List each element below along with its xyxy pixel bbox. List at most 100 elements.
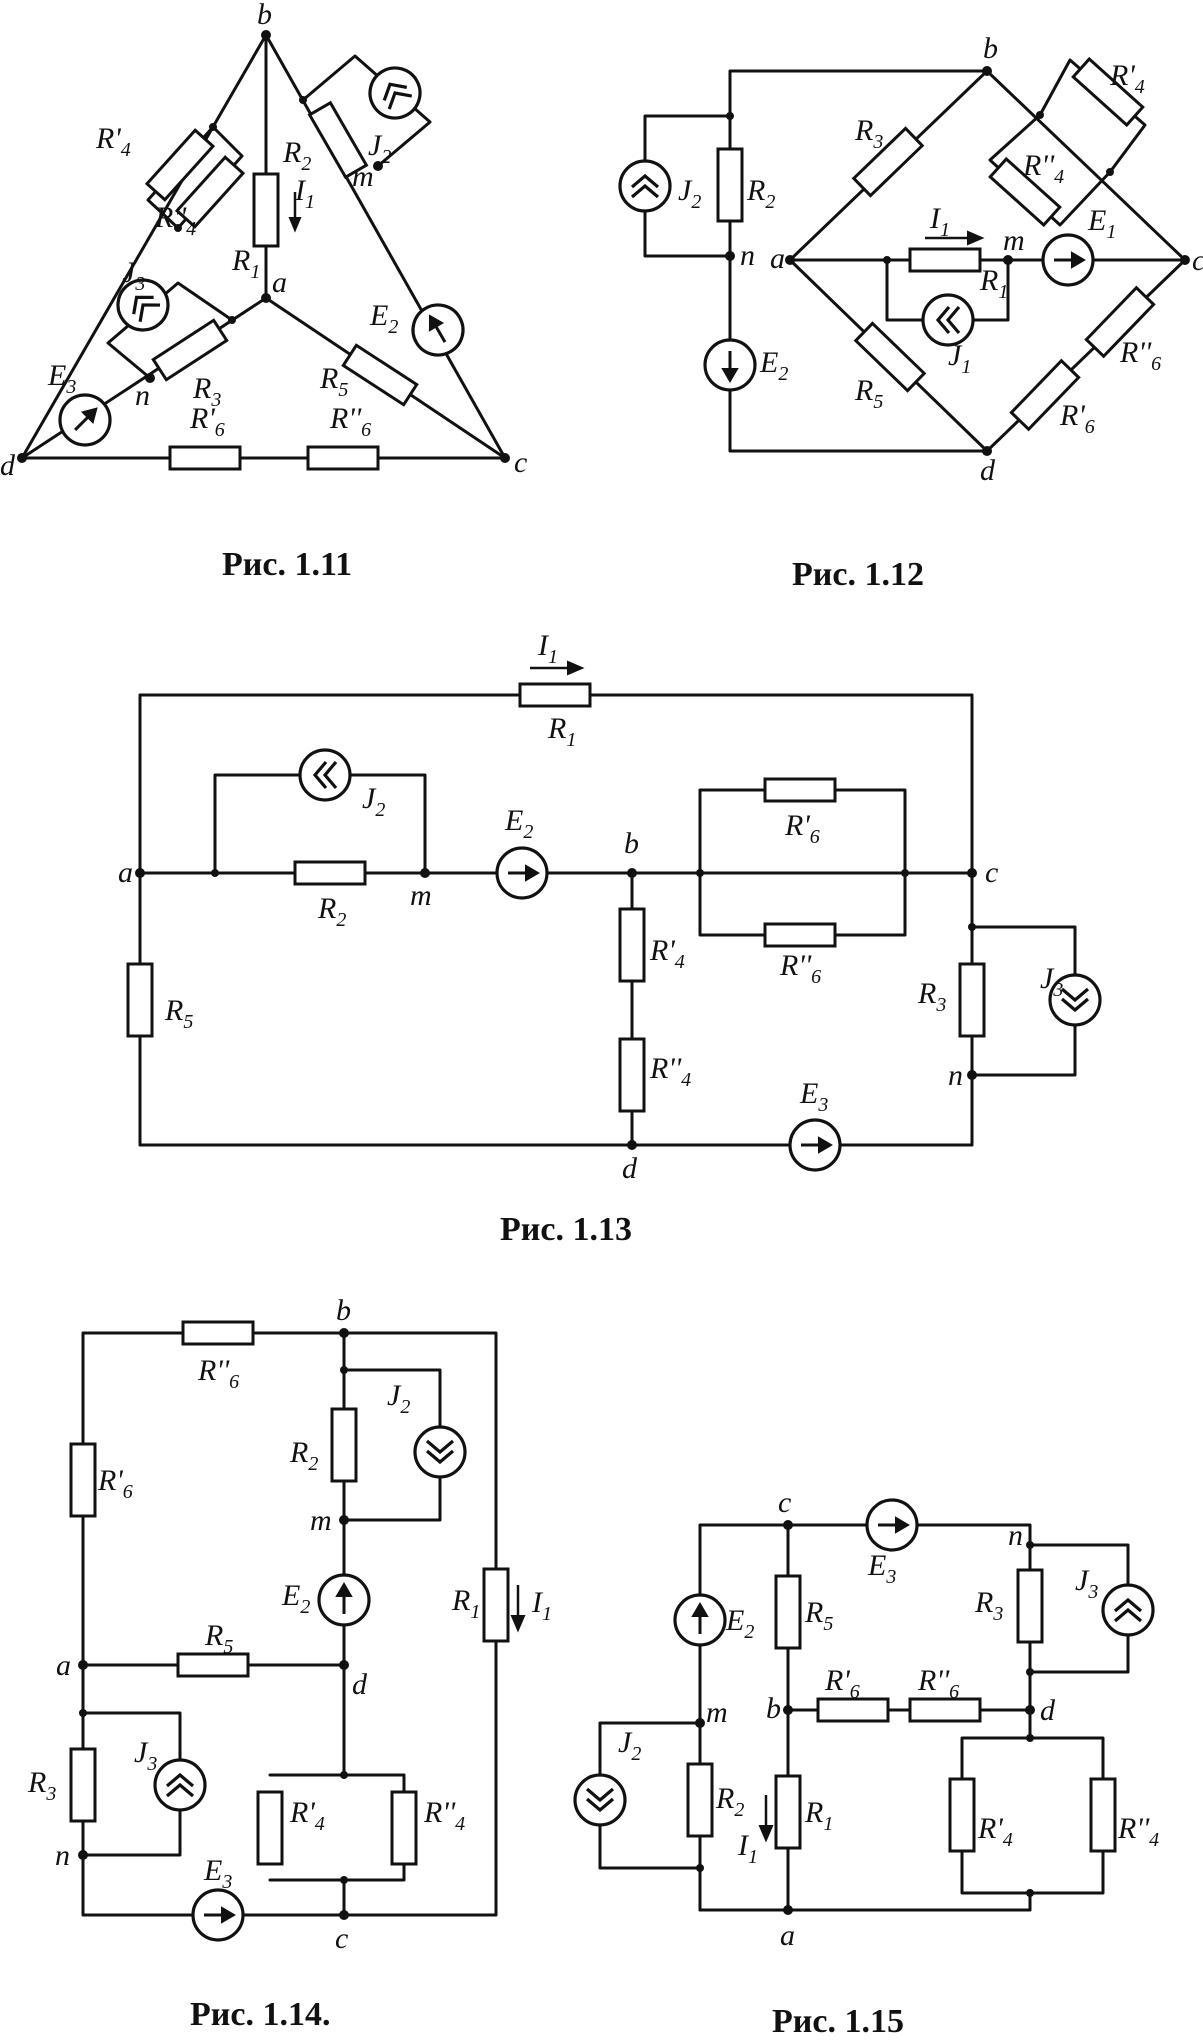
fig14-caption: Рис. 1.14.	[190, 1996, 330, 2033]
fig12-node-a: a	[770, 242, 785, 275]
fig12-label-r6pp: R''6	[1119, 336, 1161, 375]
figure-1-15: c n m b d a R5 R1 R2 R3 R'6 R''6 R'4 R''…	[573, 1486, 1159, 2040]
fig14-current-arrow-i1	[510, 1585, 526, 1633]
fig13-label-e2: E2	[504, 804, 533, 843]
fig13-node-m: m	[410, 879, 432, 912]
fig14-resistor-r4pp	[390, 1790, 418, 1866]
fig12-node-d: d	[980, 454, 996, 487]
fig13-resistor-r6pp	[763, 922, 837, 948]
fig11-voltage-source-e2	[402, 294, 474, 366]
fig15-label-r5: R5	[804, 1596, 833, 1635]
fig15-label-r4pp: R''4	[1117, 1812, 1159, 1851]
fig13-current-source-j2	[298, 748, 352, 802]
fig11-label-r2: R2	[282, 136, 311, 175]
fig14-label-j3: J3	[134, 1736, 157, 1775]
fig13-label-r4pp: R''4	[649, 1052, 691, 1091]
fig13-label-r6p: R'6	[784, 809, 820, 848]
fig15-label-j3: J3	[1075, 1564, 1098, 1603]
fig13-resistor-r1	[518, 682, 592, 708]
fig13-node-d: d	[622, 1152, 638, 1185]
fig13-label-j2: J2	[362, 782, 385, 821]
fig13-label-r2: R2	[317, 892, 346, 931]
fig13-label-r3: R3	[917, 977, 946, 1016]
fig11-label-r6p: R'6	[189, 402, 225, 441]
fig13-node-c: c	[985, 856, 998, 889]
fig13-label-r6pp: R''6	[779, 949, 821, 988]
fig14-resistor-r4p	[256, 1790, 284, 1866]
fig13-node-b: b	[624, 827, 639, 860]
fig13-resistor-r3	[958, 962, 986, 1038]
fig14-node-n: n	[55, 1839, 70, 1872]
fig12-node-c: c	[1192, 244, 1203, 277]
fig15-resistor-r6pp	[908, 1697, 982, 1723]
fig14-resistor-r2	[330, 1407, 358, 1483]
fig15-current-arrow-i1	[758, 1795, 774, 1843]
fig13-resistor-r2	[293, 860, 367, 886]
fig12-label-j2: J2	[678, 174, 701, 213]
fig14-label-r2: R2	[289, 1436, 318, 1475]
fig11-resistor-r3	[151, 318, 229, 382]
fig14-voltage-source-e2	[317, 1573, 371, 1627]
fig14-node-b: b	[336, 1294, 351, 1327]
fig15-resistor-r4p	[948, 1777, 976, 1853]
fig12-label-e2: E2	[759, 346, 788, 385]
fig14-resistor-r6p	[69, 1442, 97, 1518]
fig11-label-j3: J3	[122, 256, 145, 295]
fig14-resistor-r1	[482, 1567, 510, 1643]
fig12-voltage-source-e2	[703, 338, 757, 392]
fig15-current-source-j2	[573, 1773, 627, 1827]
fig11-resistor-r1	[252, 172, 280, 248]
fig15-voltage-source-e2	[673, 1593, 727, 1647]
fig11-node-a: a	[272, 266, 287, 299]
fig14-label-r6pp: R''6	[197, 1354, 239, 1393]
fig15-resistor-r4pp	[1089, 1777, 1117, 1853]
fig14-current-source-j3	[153, 1758, 207, 1812]
fig11-label-r1: R1	[231, 244, 260, 283]
fig11-label-e2: E2	[369, 299, 398, 338]
fig14-label-r6p: R'6	[97, 1464, 133, 1503]
fig15-nodes	[695, 1520, 1035, 1915]
fig11-label-e3: E3	[47, 359, 76, 398]
fig12-voltage-source-e1	[1041, 233, 1095, 287]
fig14-current-source-j2	[413, 1425, 467, 1479]
fig15-node-d: d	[1040, 1694, 1056, 1727]
fig15-node-a: a	[780, 1919, 795, 1952]
fig12-current-source-j2	[618, 159, 672, 213]
fig12-label-j1: J1	[948, 339, 971, 378]
fig11-node-m: m	[352, 160, 374, 193]
fig13-label-e3: E3	[799, 1077, 828, 1116]
fig11-resistor-r6p	[168, 445, 242, 471]
fig15-label-i1: I1	[737, 1829, 758, 1868]
fig13-wires	[138, 693, 1077, 1147]
fig14-label-j2: J2	[387, 1379, 410, 1418]
fig14-node-m: m	[310, 1504, 332, 1537]
fig13-label-r5: R5	[164, 994, 193, 1033]
fig14-resistor-r5	[176, 1652, 250, 1678]
fig15-label-r2: R2	[715, 1782, 744, 1821]
fig11-node-d: d	[0, 449, 16, 482]
fig12-label-r6p: R'6	[1059, 399, 1095, 438]
fig12-nodes	[725, 66, 1190, 456]
fig12-current-arrow-i1	[925, 230, 985, 246]
fig15-voltage-source-e3	[865, 1498, 919, 1552]
fig11-resistor-r5	[341, 343, 419, 407]
fig13-current-arrow-i1	[530, 660, 585, 676]
fig13-resistor-r4p	[618, 907, 646, 983]
fig12-node-m: m	[1003, 224, 1025, 257]
fig15-current-source-j3	[1101, 1583, 1155, 1637]
fig14-voltage-source-e3	[191, 1888, 245, 1942]
fig14-label-i1: I1	[531, 1586, 552, 1625]
fig13-resistor-r5	[126, 962, 154, 1038]
fig12-label-r4pp: R''4	[1022, 149, 1064, 188]
fig13-caption: Рис. 1.13	[500, 1211, 632, 1248]
fig13-label-r4p: R'4	[649, 934, 685, 973]
fig15-node-m: m	[706, 1696, 728, 1729]
fig15-label-r1: R1	[804, 1796, 833, 1835]
fig12-node-b: b	[983, 32, 998, 65]
fig14-node-a: a	[56, 1649, 71, 1682]
fig11-label-i1: I1	[294, 174, 315, 213]
fig13-label-r1: R1	[547, 712, 576, 751]
fig14-node-d: d	[352, 1668, 368, 1701]
fig12-label-r4p: R'4	[1109, 59, 1145, 98]
